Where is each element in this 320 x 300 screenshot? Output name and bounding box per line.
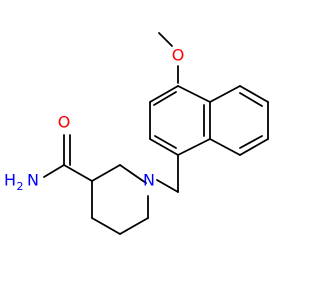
naphthalene-bond-c-inner — [154, 135, 177, 149]
naphthalene-bond-d — [177, 138, 211, 156]
naphthalene-bond-a-inner — [153, 91, 177, 106]
naphthalene-bond-a — [149, 85, 179, 103]
carboxamide-bond — [63, 164, 93, 182]
naphthalene-bond-j-inner — [239, 135, 263, 149]
piperidine-bond-b — [91, 164, 121, 182]
amide-oxygen-label: O — [58, 113, 71, 132]
amide-nitrogen-group: H 2 N — [4, 171, 39, 194]
piperidine-bond-e — [119, 217, 149, 235]
molecule-structure: O O N H 2 N — [4, 32, 269, 235]
piperidine-bond-a — [119, 164, 147, 184]
naphthalene-bond-g — [209, 85, 241, 103]
ring-nitrogen-link — [156, 179, 179, 193]
methoxy-oxygen-label: O — [172, 46, 185, 65]
ring-nitrogen-label: N — [143, 171, 155, 190]
methyl-bond — [158, 32, 173, 47]
amide-subscript-label: 2 — [17, 180, 24, 193]
naphthalene-bond-c — [149, 138, 179, 156]
naphthalene-bond-h — [239, 85, 269, 103]
naphthalene-bond-h-inner — [239, 92, 263, 107]
amide-nitrogen-label: N — [27, 171, 39, 190]
piperidine-bond-d — [91, 217, 121, 235]
naphthalene-bond-k — [209, 138, 241, 156]
amide-hydrogen-label: H — [4, 171, 16, 190]
naphthalene-bond-j — [239, 138, 269, 156]
naphthalene-bond-f — [177, 85, 211, 103]
amide-bond — [43, 164, 65, 178]
molecule-canvas: O O N H 2 N — [3, 32, 269, 235]
